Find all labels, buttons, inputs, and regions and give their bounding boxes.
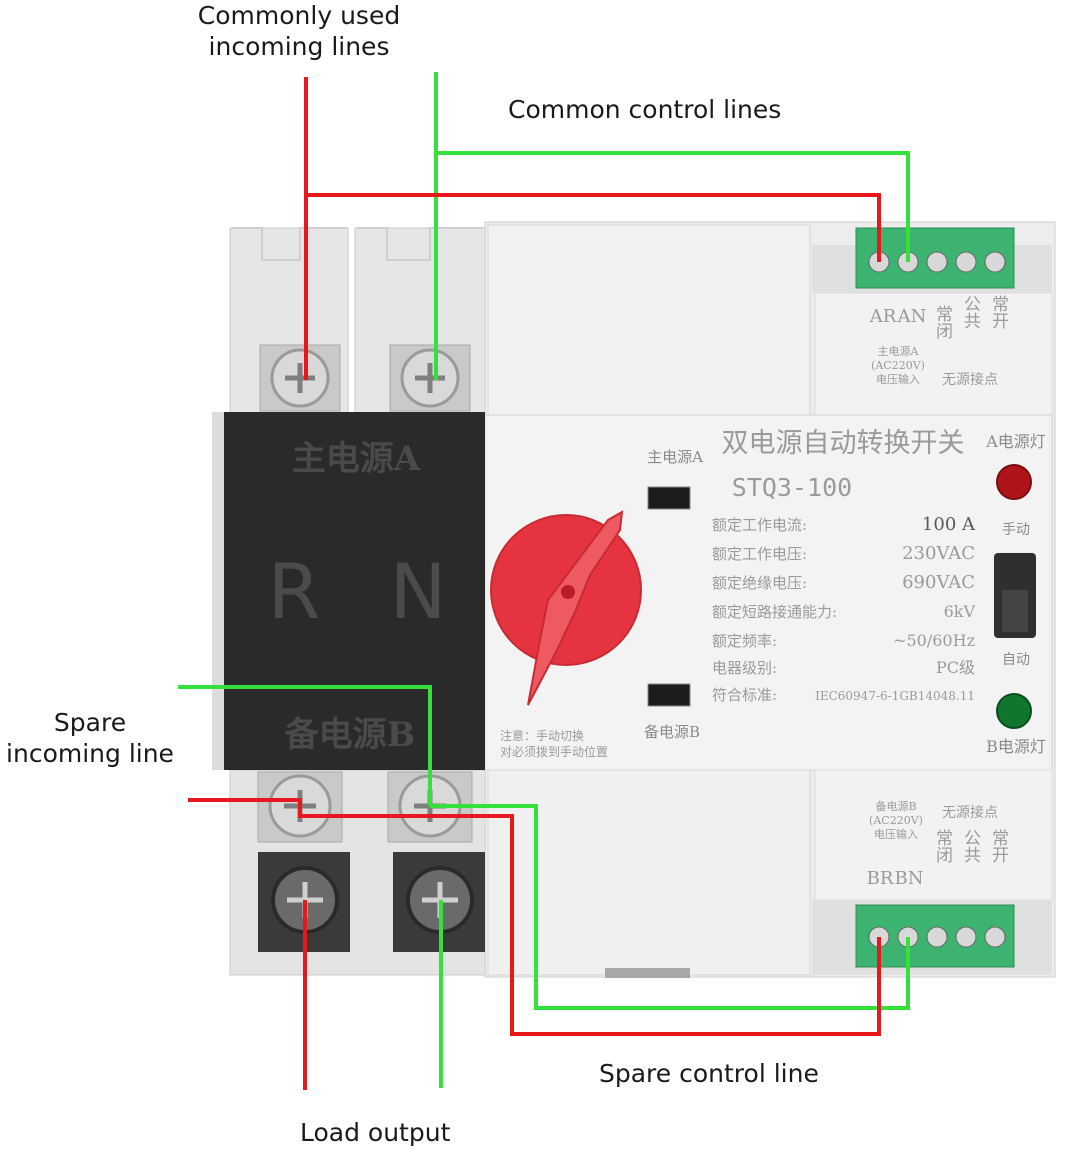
bottom-source-line3: 电压输入 xyxy=(874,827,918,841)
manual-auto-switch[interactable] xyxy=(994,553,1036,638)
main-source-indicator-label: 主电源A xyxy=(647,448,703,466)
knob-handle xyxy=(527,510,624,706)
upper-screw-n xyxy=(389,344,471,412)
spec-label-1: 额定工作电压: xyxy=(712,545,807,563)
bottom-col-bn: BN xyxy=(895,868,924,889)
spare-control-line-label: Spare control line xyxy=(599,1059,819,1088)
front-panel-content: 双电源自动转换开关 STQ3-100 主电源A 备电源B 注意：手动切换 对必须… xyxy=(490,428,1046,759)
common-incoming-lines-label: Commonly used incoming lines xyxy=(170,0,428,62)
panel-title: 双电源自动转换开关 xyxy=(722,428,965,459)
wiring xyxy=(178,72,910,1090)
b-lamp-label: B电源灯 xyxy=(986,737,1046,756)
manual-label: 手动 xyxy=(1002,522,1030,538)
spare-control-red-wire xyxy=(298,806,881,1036)
top-col-ar: AR xyxy=(869,306,897,327)
spec-value-1: 230VAC xyxy=(902,543,975,564)
phase-r-label: R xyxy=(268,547,321,636)
bottom-col-br: BR xyxy=(867,868,894,889)
bottom-col-nc: 常闭 xyxy=(932,829,952,864)
knob-center-pin xyxy=(561,585,575,599)
panel-model: STQ3-100 xyxy=(732,473,852,502)
bottom-terminal-labels: 备电源B (AC220V) 电压输入 无源接点 常闭 公共 常开 BR BN xyxy=(867,799,1009,889)
load-output-label: Load output xyxy=(300,1118,451,1147)
auto-label: 自动 xyxy=(1002,652,1030,668)
a-lamp-label: A电源灯 xyxy=(985,432,1046,451)
top-terminal-labels: AR AN 常闭 公共 常开 主电源A (AC220V) 电压输入 无源接点 xyxy=(869,295,1009,388)
common-control-red-wire xyxy=(306,193,881,262)
note-line-2: 对必须拨到手动位置 xyxy=(500,744,608,759)
phase-n-label: N xyxy=(390,547,447,636)
spare-control-green-wire xyxy=(430,804,910,1010)
top-source-line1: 主电源A xyxy=(878,344,920,358)
spare-incoming-line1: Spare xyxy=(53,708,127,737)
spec-label-2: 额定绝缘电压: xyxy=(712,574,807,592)
din-rail-clip xyxy=(605,968,690,978)
spec-label-5: 电器级别: xyxy=(712,659,777,677)
bottom-group-label: 无源接点 xyxy=(942,804,998,821)
top-label-area xyxy=(814,292,1053,416)
backup-source-b-label: 备电源B xyxy=(285,715,416,755)
top-terminal-block xyxy=(855,227,1015,289)
bottom-col-com: 公共 xyxy=(960,829,981,863)
upper-screw-r xyxy=(259,344,341,412)
main-source-window xyxy=(647,486,691,510)
spare-incoming-green-wire xyxy=(178,685,432,806)
spec-table: 额定工作电流: 100 A 额定工作电压: 230VAC 额定绝缘电压: 690… xyxy=(712,514,976,704)
lower-cover xyxy=(487,769,811,976)
bottom-terminal-block xyxy=(855,904,1015,968)
switch-device: 主电源A R N 备电源B xyxy=(212,221,1056,978)
bottom-source-line1: 备电源B xyxy=(875,799,916,813)
rotary-selector-knob[interactable] xyxy=(490,510,642,706)
top-col-com: 公共 xyxy=(960,295,981,329)
black-panel-edge xyxy=(212,412,224,770)
bottom-source-line2: (AC220V) xyxy=(869,814,923,827)
spec-value-6: IEC60947-6-1GB14048.11 xyxy=(815,689,975,703)
spec-value-3: 6kV xyxy=(944,602,976,621)
top-source-line2: (AC220V) xyxy=(871,359,925,372)
spec-label-4: 额定频率: xyxy=(712,632,777,650)
top-source-line3: 电压输入 xyxy=(876,372,920,386)
common-incoming-line1: Commonly used xyxy=(197,1,401,30)
common-incoming-line2: incoming lines xyxy=(208,32,390,61)
b-source-lamp xyxy=(996,693,1032,729)
spec-label-6: 符合标准: xyxy=(712,686,777,704)
top-col-no: 常开 xyxy=(988,295,1009,329)
top-col-an: AN xyxy=(897,306,927,327)
top-col-nc: 常闭 xyxy=(932,305,952,340)
spec-label-3: 额定短路接通能力: xyxy=(712,603,837,621)
tower-left-n-cap xyxy=(357,227,483,261)
spec-value-2: 690VAC xyxy=(902,572,975,593)
common-control-green-wire xyxy=(436,151,910,262)
spec-value-0: 100 A xyxy=(922,514,976,535)
spec-value-4: ~50/60Hz xyxy=(893,631,975,650)
a-source-lamp xyxy=(996,464,1032,500)
note-line-1: 注意：手动切换 xyxy=(500,728,584,743)
spec-value-5: PC级 xyxy=(936,658,975,677)
spare-incoming-line2: incoming line xyxy=(6,739,174,768)
bottom-col-no: 常开 xyxy=(988,829,1009,863)
backup-source-window xyxy=(647,683,691,707)
spare-incoming-line-label: Spare incoming line xyxy=(0,707,180,769)
bottom-label-area xyxy=(814,769,1053,901)
top-group-label: 无源接点 xyxy=(942,371,998,388)
black-panel xyxy=(222,412,485,770)
backup-source-indicator-label: 备电源B xyxy=(644,723,700,741)
right-top-cover xyxy=(487,224,811,416)
spare-incoming-red-wire xyxy=(188,798,302,806)
main-source-a-label: 主电源A xyxy=(292,439,421,479)
spec-label-0: 额定工作电流: xyxy=(712,516,807,534)
common-control-lines-label: Common control lines xyxy=(508,95,782,124)
